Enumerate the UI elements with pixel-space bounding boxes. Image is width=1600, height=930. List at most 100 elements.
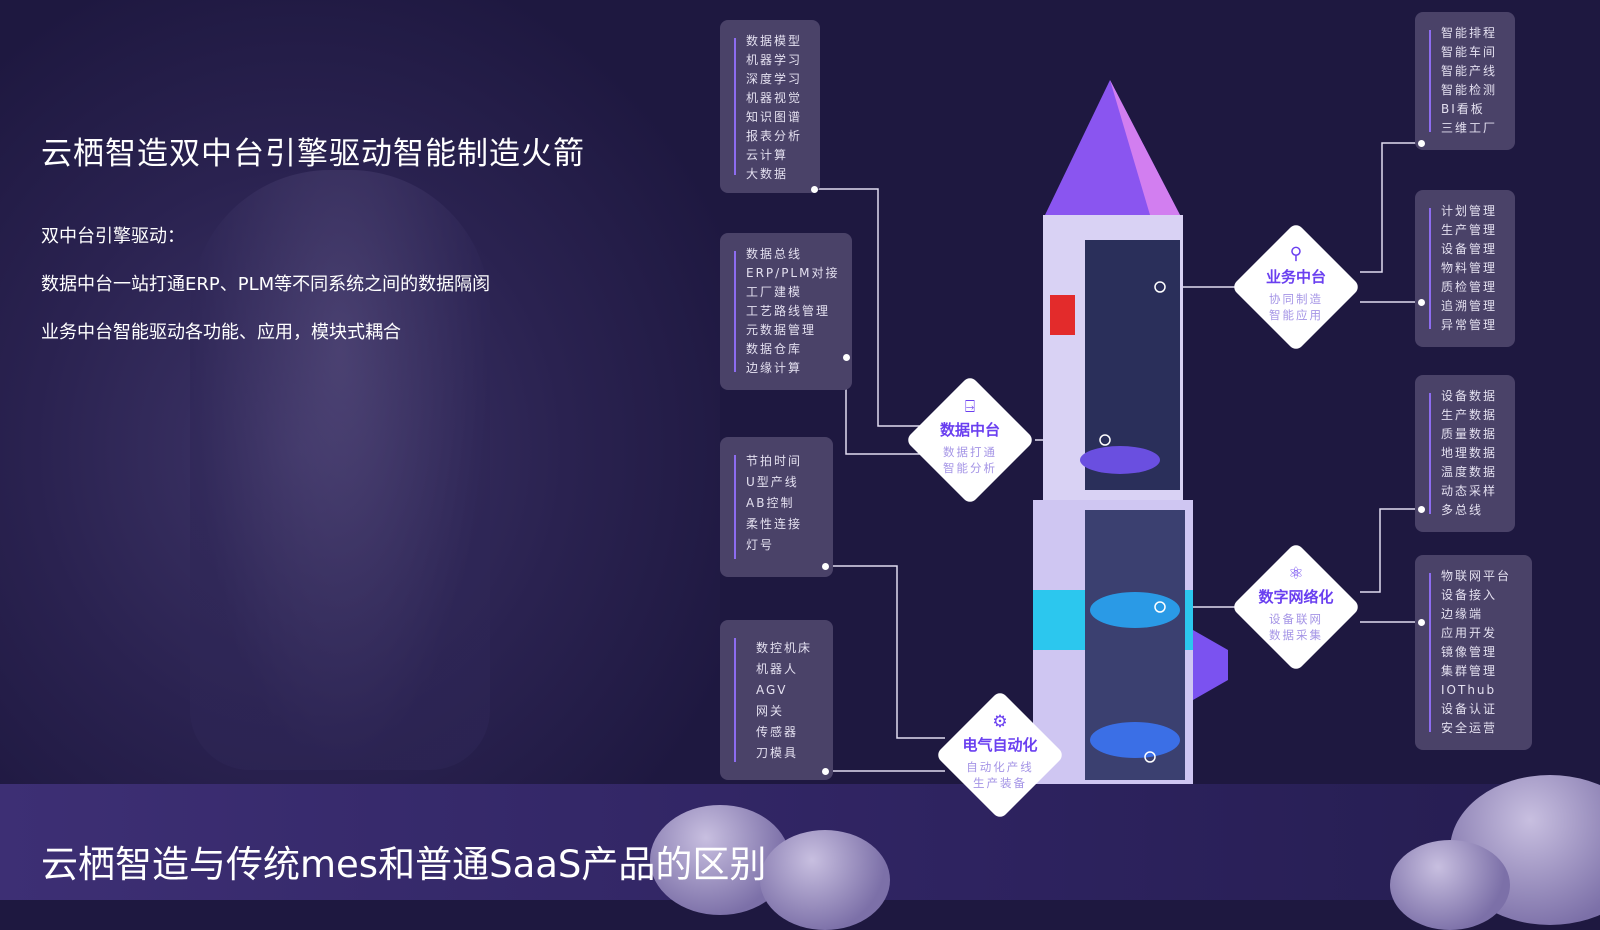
list-item: 应用开发 [1441, 626, 1498, 640]
list-item: 异常管理 [1441, 318, 1498, 332]
list-item: 云计算 [746, 148, 789, 162]
page-title: 云栖智造双中台引擎驱动智能制造火箭 [41, 136, 585, 172]
node-desc: 智能分析 [943, 461, 997, 475]
list-item: 智能车间 [1441, 45, 1498, 59]
feature-list-box: 物联网平台设备接入边缘端应用开发镜像管理集群管理 IOThub 设备认证安全运营 [1415, 555, 1532, 750]
node-desc: 设备联网 [1269, 612, 1323, 626]
cloud-decoration [760, 830, 890, 930]
list-item: 智能产线 [1441, 64, 1498, 78]
cloud-decoration [1390, 840, 1510, 930]
list-item: 元数据管理 [746, 323, 817, 337]
list-item: 设备认证 [1441, 702, 1498, 716]
list-item: ERP/PLM对接 [746, 266, 840, 280]
list-item: BI看板 [1441, 102, 1485, 116]
list-item: 物料管理 [1441, 261, 1498, 275]
connector-lines [815, 80, 1422, 900]
electrical-automation-node: ⚙ 电气自动化自动化产线生产装备 [934, 689, 1066, 821]
list-item: 传感器 [756, 725, 799, 739]
connector-dot [822, 768, 829, 775]
monitor-icon: ⍈ [964, 397, 976, 417]
gears-icon: ⚙ [992, 712, 1008, 732]
list-item: 知识图谱 [746, 110, 803, 124]
list-item: 网关 [756, 704, 785, 718]
list-item: 质量数据 [1441, 427, 1498, 441]
list-item: 刀模具 [756, 746, 799, 760]
list-item: 报表分析 [746, 129, 803, 143]
list-item: 温度数据 [1441, 465, 1498, 479]
list-item: 智能排程 [1441, 26, 1498, 40]
list-item: 数据总线 [746, 247, 803, 261]
connector-dot [1418, 619, 1425, 626]
list-item: 质检管理 [1441, 280, 1498, 294]
subtitle-line: 数据中台一站打通ERP、PLM等不同系统之间的数据隔阂 [41, 274, 491, 295]
list-item: 安全运营 [1441, 721, 1498, 735]
connector-dot [1418, 299, 1425, 306]
rocket-illustration [1033, 80, 1228, 900]
connector-dot [1418, 140, 1425, 147]
list-item: AGV [756, 683, 788, 697]
list-item: 设备接入 [1441, 588, 1498, 602]
connector-dot [1418, 506, 1425, 513]
list-item: U型产线 [746, 475, 799, 489]
list-item: 节拍时间 [746, 454, 803, 468]
network-node-icon: ⚲ [1289, 244, 1303, 264]
node-title: 数字网络化 [1258, 588, 1334, 606]
list-item: 物联网平台 [1441, 569, 1512, 583]
list-item: 设备数据 [1441, 389, 1498, 403]
node-desc: 数据采集 [1269, 628, 1323, 642]
list-item: 地理数据 [1441, 446, 1498, 460]
list-item: AB控制 [746, 496, 795, 510]
feature-list-box: 数据模型机器学习深度学习机器视觉知识图谱报表分析云计算大数据 [720, 20, 820, 193]
list-item: 智能检测 [1441, 83, 1498, 97]
node-desc: 智能应用 [1269, 308, 1323, 322]
feature-list-box: 数据总线 ERP/PLM对接工厂建模工艺路线管理元数据管理数据仓库边缘计算 [720, 233, 852, 390]
list-item: 集群管理 [1441, 664, 1498, 678]
data-platform-node: ⍈ 数据中台数据打通智能分析 [904, 374, 1036, 506]
list-item: 三维工厂 [1441, 121, 1498, 135]
astronaut-image [190, 170, 490, 770]
list-item: 数控机床 [756, 641, 813, 655]
list-item: 边缘端 [1441, 607, 1484, 621]
connector-dot [843, 354, 850, 361]
list-item: 数据仓库 [746, 342, 803, 356]
bottom-title: 云栖智造与传统mes和普通SaaS产品的区别 [41, 843, 767, 886]
list-item: 大数据 [746, 167, 789, 181]
list-item: 计划管理 [1441, 204, 1498, 218]
list-item: 机器学习 [746, 53, 803, 67]
list-item: 机器视觉 [746, 91, 803, 105]
node-title: 电气自动化 [962, 736, 1038, 754]
list-item: 柔性连接 [746, 517, 803, 531]
list-item: 深度学习 [746, 72, 803, 86]
feature-list-box: 智能排程智能车间智能产线智能检测 BI看板三维工厂 [1415, 12, 1515, 150]
list-item: 生产管理 [1441, 223, 1498, 237]
feature-list-box: 计划管理生产管理设备管理物料管理质检管理追溯管理异常管理 [1415, 190, 1515, 347]
connector-dot [811, 186, 818, 193]
list-item: 多总线 [1441, 503, 1484, 517]
orbit-icon: ⚛ [1288, 564, 1304, 584]
list-item: 工艺路线管理 [746, 304, 831, 318]
list-item: 工厂建模 [746, 285, 803, 299]
node-desc: 自动化产线 [966, 760, 1034, 774]
feature-list-box: 节拍时间 U型产线 AB控制柔性连接灯号 [720, 437, 833, 577]
node-title: 数据中台 [939, 421, 1000, 439]
list-item: 机器人 [756, 662, 799, 676]
list-item: 数据模型 [746, 34, 803, 48]
list-item: 生产数据 [1441, 408, 1498, 422]
list-item: IOThub [1441, 683, 1497, 697]
business-platform-node: ⚲业务中台协同制造智能应用 [1230, 221, 1362, 353]
connector-dot [822, 563, 829, 570]
list-item: 追溯管理 [1441, 299, 1498, 313]
list-item: 镜像管理 [1441, 645, 1498, 659]
node-desc: 协同制造 [1269, 292, 1323, 306]
feature-list-box: 数控机床机器人 AGV 网关传感器刀模具 [720, 620, 833, 780]
list-item: 灯号 [746, 538, 775, 552]
feature-list-box: 设备数据生产数据质量数据地理数据温度数据动态采样多总线 [1415, 375, 1515, 532]
subtitle-line: 业务中台智能驱动各功能、应用，模块式耦合 [41, 322, 401, 343]
list-item: 动态采样 [1441, 484, 1498, 498]
subtitle-heading: 双中台引擎驱动： [41, 226, 185, 247]
digital-network-node: ⚛ 数字网络化设备联网数据采集 [1230, 541, 1362, 673]
node-desc: 生产装备 [973, 776, 1027, 790]
node-desc: 数据打通 [943, 445, 997, 459]
list-item: 设备管理 [1441, 242, 1498, 256]
list-item: 边缘计算 [746, 361, 803, 375]
